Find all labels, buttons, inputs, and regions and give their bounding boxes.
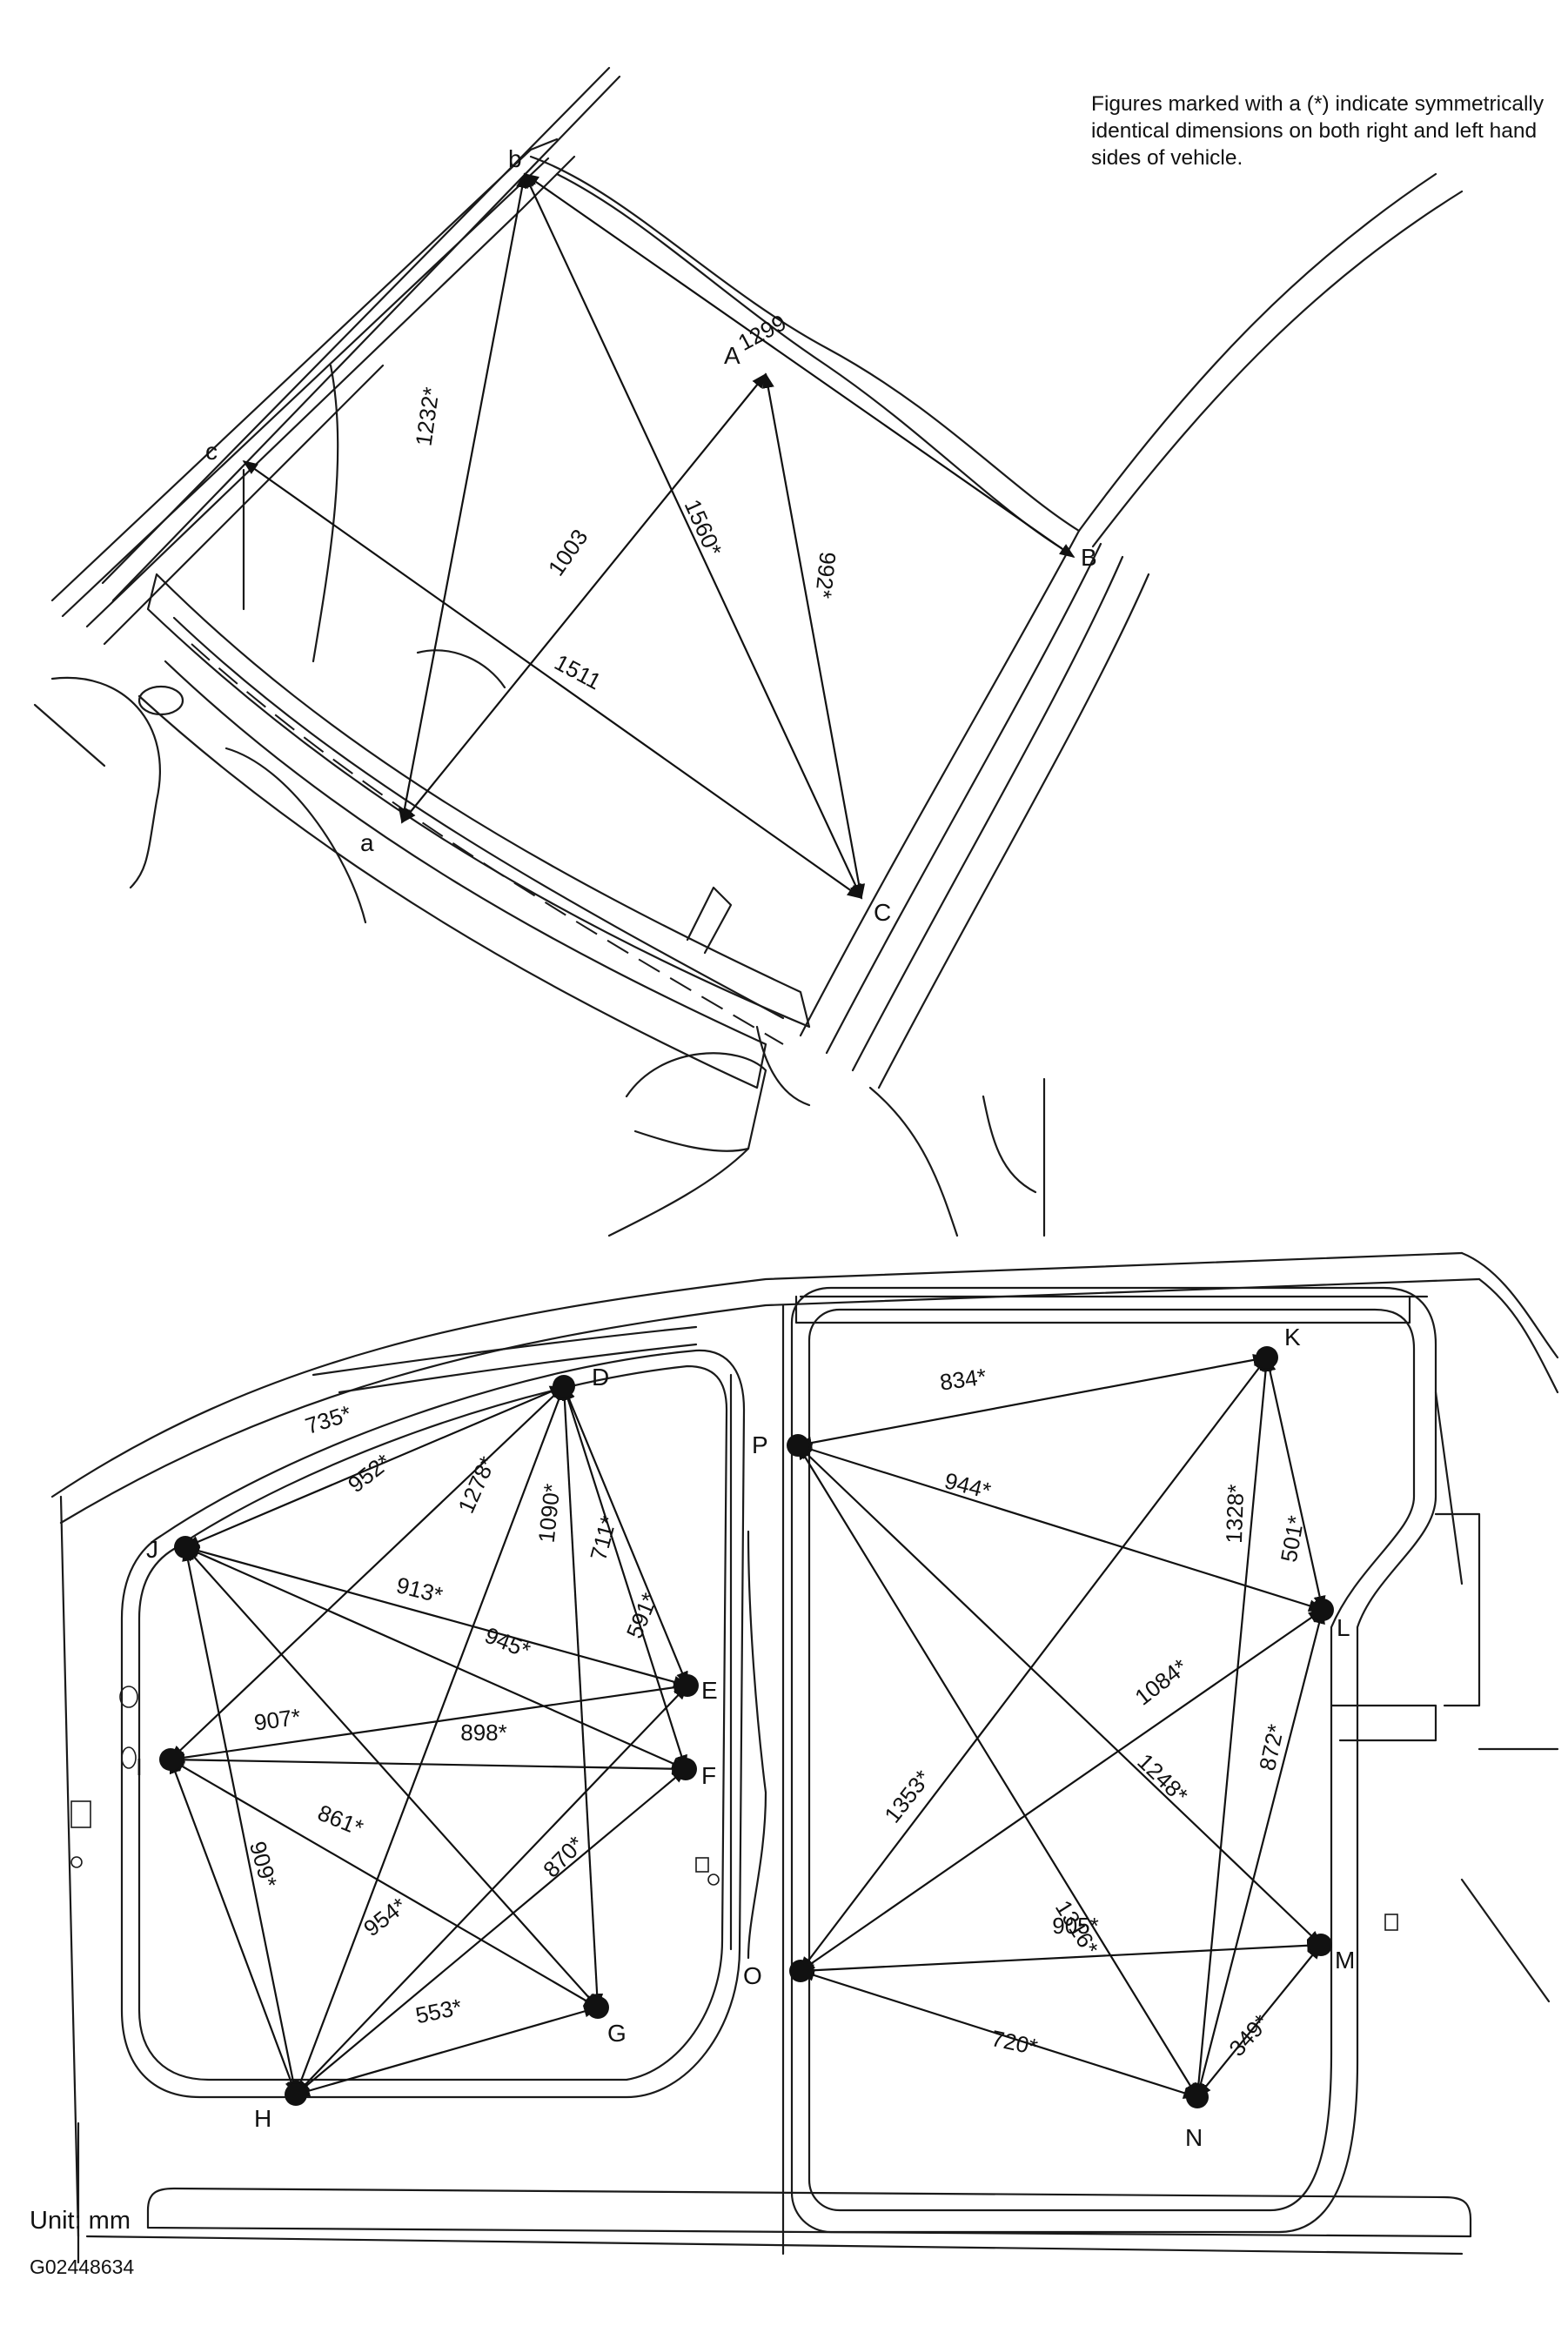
- dimension-line-J-H: [182, 1545, 299, 2096]
- dimension-line-b-B: [523, 172, 1075, 559]
- dimension-label-K-O: 1353*: [879, 1765, 935, 1827]
- dimension-line-K-N: [1192, 1356, 1272, 2099]
- dimension-line-c-C: [242, 459, 863, 900]
- symmetry-note: Figures marked with a (*) indicate symme…: [1091, 92, 1545, 170]
- dimension-line-J-E: [184, 1545, 689, 1688]
- reference-point-label-C: C: [874, 899, 891, 926]
- dimension-label-J-E: 913*: [394, 1572, 446, 1608]
- dimension-line-H-E: [294, 1684, 689, 2096]
- dimension-label-b-C: 1560*: [680, 495, 727, 560]
- reference-point-label-c: c: [205, 438, 218, 465]
- dimension-label-b-B: 1299: [734, 309, 790, 356]
- dimension-label-O-M: 905*: [1052, 1913, 1099, 1939]
- unit-label: Unit: mm: [30, 2207, 131, 2235]
- reference-point-label-G: G: [607, 2020, 627, 2047]
- reference-point-marker-J: [174, 1536, 197, 1558]
- dimension-line-K-L: [1263, 1356, 1326, 1612]
- dimension-label-J-H: 909*: [245, 1839, 283, 1891]
- dimension-label-K-N: 1328*: [1221, 1484, 1249, 1544]
- dimension-label-J-F: 945*: [481, 1622, 534, 1664]
- reference-point-marker-M: [1310, 1934, 1332, 1956]
- reference-point-marker-K: [1256, 1346, 1278, 1369]
- windshield-frame-outline: [33, 66, 1464, 1237]
- dimension-label-K-P: 834*: [938, 1364, 988, 1396]
- reference-point-label-M: M: [1335, 1947, 1355, 1974]
- dimension-line-b-a: [399, 172, 528, 824]
- figure-id: G02448634: [30, 2256, 135, 2278]
- dimension-label-P-L: 944*: [942, 1467, 994, 1504]
- reference-point-marker-O: [789, 1960, 812, 1982]
- dimension-label-I-F: 898*: [460, 1719, 507, 1746]
- dimension-label-K-L: 501*: [1276, 1513, 1310, 1564]
- reference-point-marker-L: [1311, 1599, 1334, 1621]
- reference-point-marker-I: [159, 1748, 182, 1771]
- reference-point-marker-P: [787, 1434, 809, 1457]
- dimension-line-D-E: [562, 1384, 689, 1687]
- reference-point-marker-E: [676, 1674, 699, 1697]
- reference-point-label-K: K: [1284, 1324, 1301, 1351]
- dimension-line-N-M: [1196, 1943, 1323, 2099]
- reference-point-label-E: E: [701, 1677, 718, 1704]
- reference-point-label-I: I: [136, 1753, 143, 1780]
- dimension-label-I-G: 861*: [314, 1800, 367, 1841]
- reference-point-label-F: F: [701, 1762, 716, 1789]
- reference-point-label-O: O: [743, 1962, 762, 1989]
- dimension-label-A-C: 992*: [810, 551, 841, 600]
- reference-point-label-N: N: [1185, 2124, 1203, 2151]
- reference-point-marker-D: [553, 1375, 575, 1398]
- dimension-line-I-H: [169, 1758, 298, 2096]
- dimension-line-J-G: [184, 1545, 600, 2009]
- dimension-line-O-M: [799, 1939, 1323, 1977]
- dimension-label-L-N: 872*: [1254, 1722, 1289, 1773]
- dimension-label-J-D: 735*: [302, 1400, 354, 1439]
- reference-point-labels: b c Aa B C D J E F I G H K P L M O N: [136, 145, 1355, 2151]
- reference-point-label-H: H: [254, 2105, 271, 2132]
- dimension-label-I-E: 907*: [252, 1704, 302, 1736]
- dimension-line-I-E: [169, 1681, 689, 1764]
- reference-point-label-D: D: [592, 1364, 609, 1391]
- dimension-label-H-G: 553*: [413, 1994, 465, 2028]
- dimension-line-D-H: [294, 1384, 566, 2096]
- reference-point-label-A: A: [724, 342, 740, 369]
- dimension-label-D-G: 1090*: [533, 1483, 566, 1545]
- reference-point-marker-F: [674, 1758, 697, 1780]
- reference-point-label-P: P: [752, 1431, 768, 1458]
- dimension-label-D-I: 952*: [343, 1449, 396, 1498]
- side-body-outline: [50, 1251, 1559, 2264]
- reference-point-label-a: a: [360, 829, 374, 856]
- dimension-label-A-a: 1003: [543, 525, 593, 581]
- reference-point-marker-G: [586, 1996, 609, 2019]
- dimension-label-H-F: 870*: [538, 1831, 589, 1882]
- dimension-line-A-a: [400, 372, 767, 824]
- dimension-label-P-M: 1248*: [1132, 1748, 1193, 1808]
- dimension-label-D-E: 591*: [621, 1589, 663, 1642]
- dimension-line-I-G: [169, 1759, 600, 2008]
- reference-point-marker-N: [1186, 2086, 1209, 2108]
- reference-point-label-L: L: [1337, 1614, 1350, 1641]
- reference-point-label-b: b: [508, 145, 522, 172]
- dimension-line-O-N: [799, 1969, 1199, 2099]
- dimension-label-L-O: 1084*: [1129, 1653, 1192, 1710]
- dimension-label-D-F: 711*: [585, 1513, 621, 1564]
- dimension-line-K-P: [796, 1353, 1269, 1450]
- dimension-label-c-C: 1511: [550, 649, 605, 695]
- dimension-line-H-G: [294, 2005, 600, 2097]
- reference-point-label-J: J: [146, 1536, 158, 1563]
- dimension-line-K-O: [799, 1356, 1269, 1973]
- reference-point-marker-H: [285, 2083, 307, 2106]
- dimension-label-b-a: 1232*: [411, 385, 445, 447]
- dimension-label-O-N: 720*: [989, 2025, 1041, 2060]
- dimension-line-A-C: [761, 372, 866, 900]
- dimension-label-H-E: 954*: [358, 1893, 412, 1942]
- dimension-label-N-M: 349*: [1223, 2009, 1274, 2061]
- dimension-line-D-I: [169, 1384, 566, 1761]
- reference-point-label-B: B: [1081, 544, 1097, 571]
